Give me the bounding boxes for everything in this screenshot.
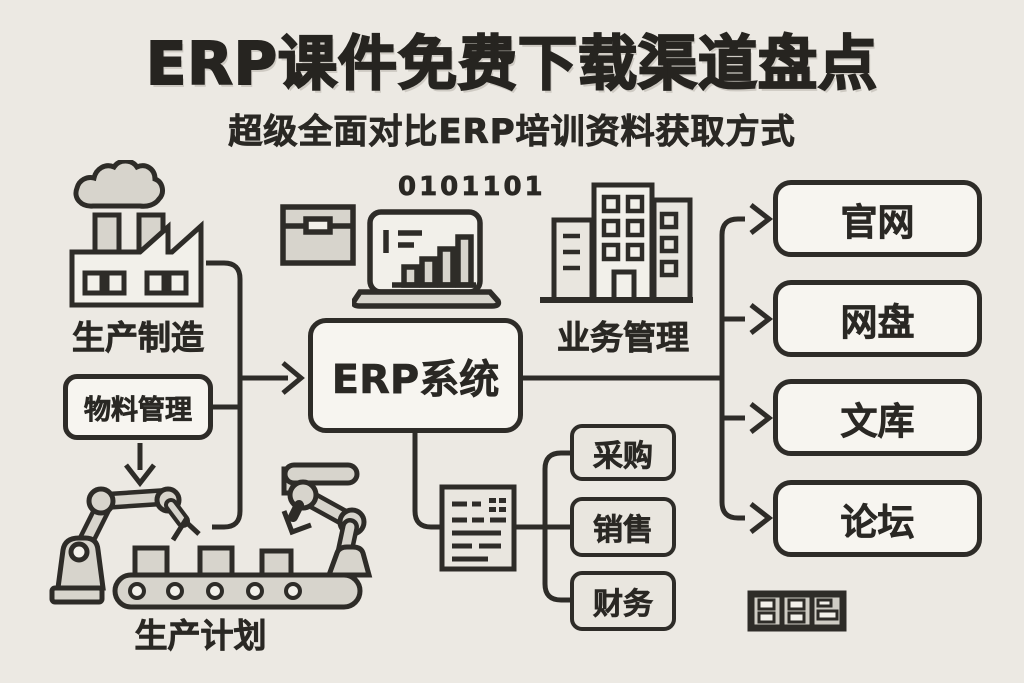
package-box-icon <box>280 204 356 266</box>
label-production-planning: 生产计划 <box>134 616 267 656</box>
control-panel-icon <box>747 590 847 632</box>
office-buildings-icon <box>540 182 693 303</box>
procurement-node: 采购 <box>570 424 676 481</box>
channel-arrowhead-1 <box>749 203 774 235</box>
material-down-arrowhead <box>124 463 156 488</box>
doc-module-lines <box>516 450 570 603</box>
label-production-manufacturing: 生产制造 <box>72 318 205 358</box>
channel-arrowhead-3 <box>749 402 774 434</box>
erp-system-node: ERP系统 <box>308 318 523 433</box>
channel-trunk-up <box>719 216 745 378</box>
material-management-node: 物料管理 <box>63 374 213 440</box>
erp-in-arrowhead <box>281 361 305 395</box>
channel-node-official-site: 官网 <box>773 180 982 257</box>
channel-arrowhead-2 <box>749 303 774 335</box>
page-title: ERP课件免费下载渠道盘点 <box>145 28 878 99</box>
binary-text: 0101101 <box>398 172 546 203</box>
finance-node: 财务 <box>570 571 676 631</box>
label-business-management: 业务管理 <box>557 318 690 358</box>
erp-doc-line <box>412 433 440 530</box>
page-subtitle: 超级全面对比ERP培训资料获取方式 <box>228 112 796 153</box>
robot-arms-conveyor-icon <box>49 462 373 610</box>
channel-node-doc-library: 文库 <box>773 379 982 456</box>
factory-icon <box>69 160 204 308</box>
laptop-chart-icon <box>352 209 502 309</box>
channel-trunk-down <box>719 378 745 521</box>
channel-node-forum: 论坛 <box>773 480 982 557</box>
document-icon <box>439 484 517 572</box>
factory-trunk-line <box>206 260 243 530</box>
channel-arrowhead-4 <box>749 502 774 534</box>
channel-node-net-disk: 网盘 <box>773 280 982 357</box>
sales-node: 销售 <box>570 497 676 557</box>
